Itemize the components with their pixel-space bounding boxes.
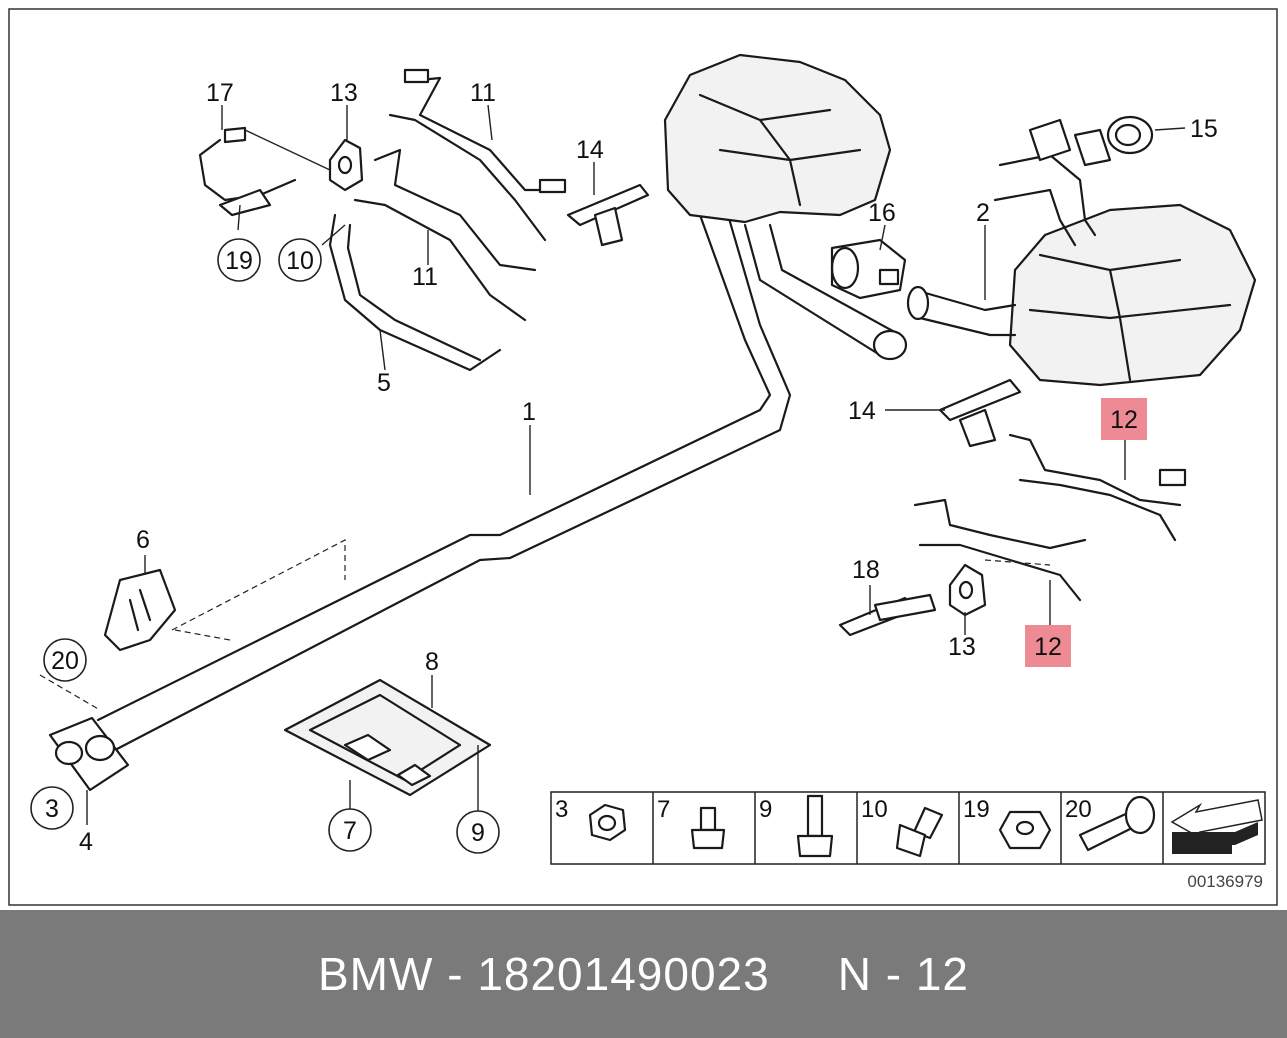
callout-5: 5 (377, 369, 391, 397)
highlighted-callouts: 12 12 (1025, 398, 1147, 667)
callout-19: 19 (225, 247, 253, 275)
mount-14-top[interactable] (566, 183, 650, 247)
front-muffler[interactable] (663, 53, 892, 224)
direction-arrow-icon (1170, 799, 1263, 854)
callout-11-top: 11 (470, 79, 496, 107)
diagram-id: 00136979 (1187, 872, 1263, 891)
bracket-11-bottom[interactable] (353, 148, 537, 322)
callout-16: 16 (868, 199, 896, 227)
footer-part-number: 18201490023 (477, 948, 770, 1000)
short-bolt-icon (690, 806, 726, 850)
diagram-canvas: 17 13 11 14 15 16 2 11 5 1 14 6 18 13 8 … (8, 8, 1278, 906)
circled-callouts: 19 10 20 3 7 9 (30, 238, 500, 854)
table-cell-label-3: 3 (555, 796, 568, 823)
heat-shield-8[interactable] (283, 678, 492, 797)
callout-11-bottom: 11 (412, 263, 438, 291)
table-cell-label-10: 10 (861, 796, 888, 823)
bracket-18[interactable] (838, 593, 937, 637)
callout-15: 15 (1190, 115, 1218, 143)
angled-bolt-icon (895, 806, 944, 858)
footer-bar: BMW - 18201490023 N - 12 (0, 910, 1287, 1038)
highlight-12-upper (1101, 398, 1147, 440)
callout-3: 3 (45, 795, 59, 823)
mount-14-right[interactable] (938, 378, 1022, 448)
callout-7: 7 (343, 817, 357, 845)
footer-brand: BMW (318, 948, 434, 1000)
bracket-12-lower[interactable] (913, 498, 1087, 602)
callout-8: 8 (425, 648, 439, 676)
callout-4: 4 (79, 828, 93, 856)
callout-2: 2 (976, 199, 990, 227)
callout-labels: 17 13 11 14 15 16 2 11 5 1 14 6 18 13 8 … (79, 79, 1218, 856)
callout-9: 9 (471, 819, 485, 847)
rubber-mount-13-lower[interactable] (948, 563, 987, 617)
callout-6: 6 (136, 526, 150, 554)
bracket-11-top[interactable] (388, 68, 567, 242)
exhaust-parts-diagram: 17 13 11 14 15 16 2 11 5 1 14 6 18 13 8 … (8, 8, 1278, 906)
highlight-12-lower (1025, 625, 1071, 667)
hex-nut-icon (588, 803, 627, 842)
callout-10: 10 (286, 247, 314, 275)
callout-12-lower[interactable]: 12 (1034, 633, 1062, 661)
footer-separator: - (433, 948, 478, 1000)
fasteners-table: 3 7 9 10 19 20 (550, 791, 1266, 891)
clamp-16[interactable] (830, 238, 907, 300)
front-pipe-1[interactable] (48, 203, 908, 792)
callout-18: 18 (852, 556, 880, 584)
diagram-border (8, 8, 1278, 906)
table-cell-label-9: 9 (759, 796, 772, 823)
sealing-ring-15[interactable] (1106, 115, 1154, 155)
rear-muffler-2[interactable] (906, 118, 1257, 387)
callout-1: 1 (522, 398, 536, 426)
callout-13-top: 13 (330, 79, 358, 107)
flange-nut-icon (998, 810, 1052, 850)
callout-12-upper[interactable]: 12 (1110, 406, 1138, 434)
callout-20: 20 (51, 647, 79, 675)
footer-caption: BMW - 18201490023 N - 12 (318, 947, 969, 1001)
callout-14-right: 14 (848, 397, 876, 425)
leader-lines (39, 104, 1186, 825)
mount-6[interactable] (103, 568, 177, 652)
table-cell-label-19: 19 (963, 796, 990, 823)
rubber-mount-13-top[interactable] (328, 138, 364, 192)
callout-14-top: 14 (576, 136, 604, 164)
footer-reference: N - 12 (837, 948, 969, 1000)
bracket-17[interactable] (198, 126, 297, 217)
callout-13-lower: 13 (948, 633, 976, 661)
table-cell-label-7: 7 (657, 796, 670, 823)
bracket-12-upper[interactable] (1008, 433, 1187, 542)
table-cell-label-20: 20 (1065, 796, 1092, 823)
bracket-5[interactable] (328, 213, 502, 372)
callout-17: 17 (206, 79, 234, 107)
long-bolt-icon (796, 794, 834, 858)
stud-bolt-icon (1078, 795, 1156, 852)
